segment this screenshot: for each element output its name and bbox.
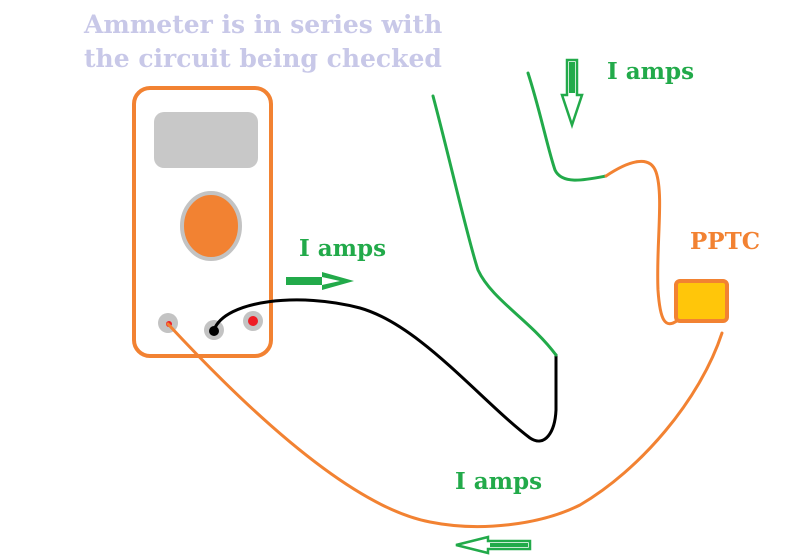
orange-wire-to-pptc — [604, 159, 680, 326]
ammeter-dial — [180, 191, 242, 261]
orange-wire-return — [166, 322, 724, 529]
ammeter-icon — [132, 86, 273, 358]
pptc-label: PPTC — [690, 228, 761, 255]
green-wire-top — [526, 71, 608, 182]
green-wire-left — [431, 94, 558, 357]
arrow-right-icon — [286, 272, 354, 290]
title-line-1: Ammeter is in series with — [84, 10, 443, 39]
current-label-middle: I amps — [299, 235, 387, 262]
arrow-left-icon — [455, 535, 532, 555]
ammeter-jack-right-red — [248, 316, 258, 326]
black-lead — [212, 298, 558, 443]
arrow-down-icon — [560, 58, 584, 129]
title-line-2: the circuit being checked — [84, 44, 442, 73]
pptc-icon — [674, 279, 729, 323]
ammeter-display — [154, 112, 258, 168]
current-label-bottom: I amps — [455, 468, 543, 495]
current-label-top-right: I amps — [607, 58, 695, 85]
